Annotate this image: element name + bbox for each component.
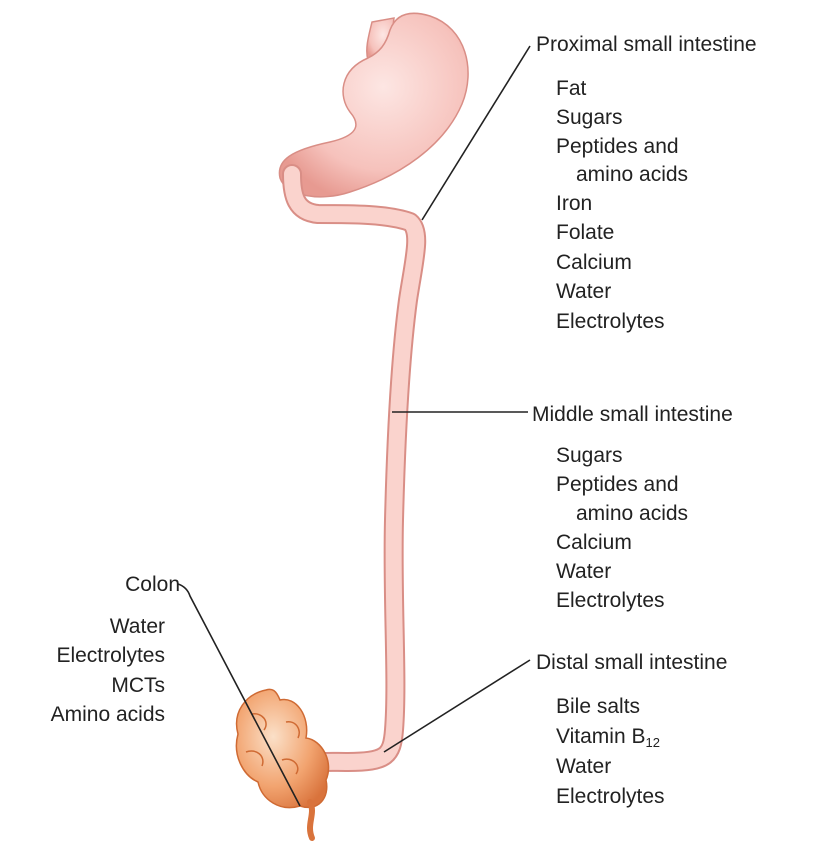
proximal-item-water: Water [556,277,611,306]
proximal-item-sugars: Sugars [556,103,623,132]
middle-item-water: Water [556,557,611,586]
colon-item-water: Water [110,612,165,641]
proximal-item-folate: Folate [556,218,614,247]
proximal-item-iron: Iron [556,189,592,218]
distal-item-water: Water [556,752,611,781]
proximal-item-electrolytes: Electrolytes [556,307,665,336]
distal-item-bile-salts: Bile salts [556,692,640,721]
colon-item-electrolytes: Electrolytes [56,641,165,670]
middle-item-electrolytes: Electrolytes [556,586,665,615]
proximal-item-fat: Fat [556,74,586,103]
distal-leader-line [384,660,530,752]
colon-leader-line [178,584,300,806]
colon-item-amino-acids: Amino acids [51,700,165,729]
colon [236,689,328,807]
distal-item-electrolytes: Electrolytes [556,782,665,811]
appendix [310,802,312,838]
vitamin-b-text: Vitamin B [556,725,646,748]
proximal-item-amino-acids: amino acids [576,160,688,189]
distal-heading: Distal small intestine [536,648,727,677]
proximal-item-calcium: Calcium [556,248,632,277]
middle-heading: Middle small intestine [532,400,733,429]
middle-item-peptides: Peptides and [556,470,679,499]
distal-item-vitamin-b12: Vitamin B12 [556,722,660,751]
colon-item-mcts: MCTs [111,671,165,700]
middle-item-sugars: Sugars [556,441,623,470]
proximal-item-peptides: Peptides and [556,132,679,161]
colon-heading: Colon [125,570,180,599]
vitamin-b-subscript: 12 [646,735,660,750]
proximal-heading: Proximal small intestine [536,30,757,59]
middle-item-amino-acids: amino acids [576,499,688,528]
middle-item-calcium: Calcium [556,528,632,557]
